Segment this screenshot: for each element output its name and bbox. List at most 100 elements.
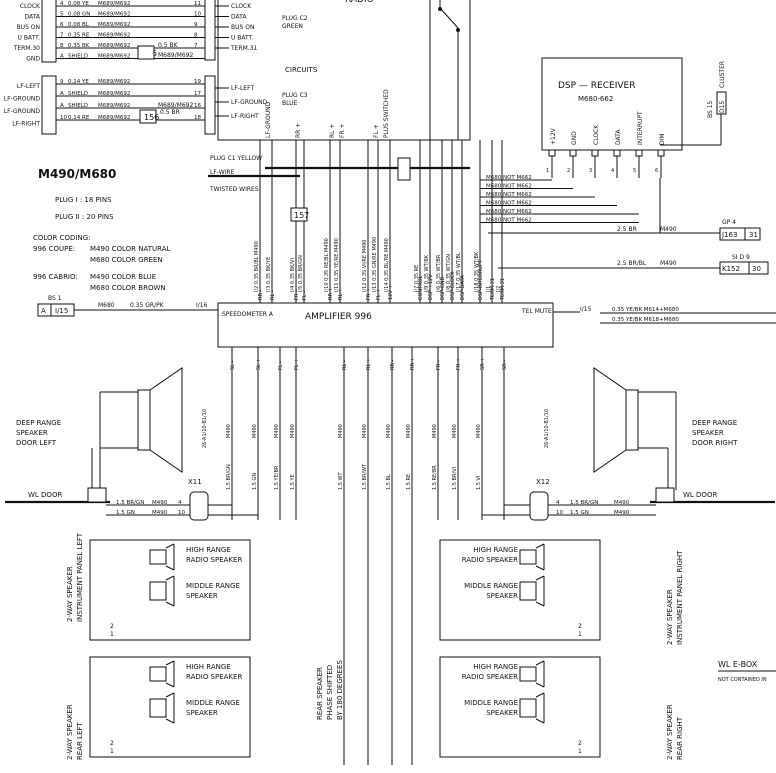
amp-top-pin: DSP +12V: [428, 274, 434, 300]
signal-label: U BATT.: [18, 35, 41, 42]
spk-cone: [165, 660, 175, 666]
door-wire-pin: 4: [178, 500, 182, 506]
wl-door-left: WL DOOR: [28, 491, 62, 499]
wire-radio-label: I/2: [496, 286, 502, 292]
i16-label: I/16: [196, 302, 208, 309]
spk-cone: [165, 575, 175, 581]
wire-color: 0.08 YE: [68, 1, 89, 7]
cabrio-value-1: M490 COLOR BLUE: [90, 273, 156, 281]
wire-model: M689/M692: [98, 12, 130, 18]
dsp-pin-num: 4: [611, 168, 614, 174]
m490-label-2: M490: [660, 260, 677, 267]
wire-model-label: M490: [386, 424, 392, 438]
wire-color-label: 1.5 BR/VI: [452, 467, 458, 490]
wire-model-label: M490: [476, 424, 482, 438]
deep-left-text: SPEAKER: [16, 429, 48, 437]
spk-cone: [535, 565, 545, 571]
high-range-label: RADIO SPEAKER: [186, 556, 242, 564]
door-wire-model: M490: [614, 510, 630, 516]
plug-c2-strip: [204, 0, 216, 61]
radio-output-label: FL +: [373, 124, 380, 138]
high-range-label: HIGH RANGE: [186, 663, 231, 671]
amp-bottom-pin: RR -: [390, 359, 396, 370]
amp-bottom-pin: SL -: [230, 360, 236, 370]
wire-model: M689/M692: [98, 43, 130, 49]
box156-label: 156: [144, 113, 159, 122]
signal-label: TERM.30: [13, 45, 41, 52]
middle-range-speaker: [519, 581, 537, 601]
twisted-label: TWISTED WIRES: [209, 186, 259, 193]
deep-right-text: SPEAKER: [692, 429, 724, 437]
wire-pin: 19: [194, 79, 201, 85]
pin-2: 2: [578, 623, 582, 630]
m680-note: M680 NOT M662: [486, 184, 532, 190]
wire-pin: 8: [194, 33, 198, 39]
spk-cone: [535, 543, 545, 549]
rear-right-label: 2-WAY SPEAKER: [666, 704, 674, 760]
wire-num: 4: [60, 1, 64, 7]
wl-door-right: WL DOOR: [683, 491, 717, 499]
radio-output-label: LF-GROUND: [265, 101, 272, 138]
wire-model-label: M490: [252, 424, 258, 438]
amp-top-pin: DSP-DATA: [460, 275, 466, 300]
spk-cone: [535, 682, 545, 688]
a-box-label: A: [41, 307, 46, 315]
spk-cone: [535, 718, 545, 724]
wire-radio-label: I/8 0.35 WT/GN: [446, 254, 452, 292]
signal-label: LF-GROUND: [4, 96, 41, 103]
amp-top-pin: FL -: [302, 291, 308, 300]
cabrio-value-2: M680 COLOR BROWN: [90, 284, 166, 292]
wire-radio-label: I/7 0.35 RE: [414, 265, 420, 292]
m689-label-a: M689/M692: [158, 52, 193, 59]
tel-mute-label: TEL MUTE: [521, 308, 552, 315]
bk-label: 0.5 BK: [158, 42, 179, 49]
wire-color: SHIELD: [68, 103, 88, 109]
wire-model: M689/M692: [98, 54, 130, 60]
radio-box: [217, 0, 471, 141]
plug2: PLUG II : 20 PINS: [55, 213, 114, 221]
high-range-label: HIGH RANGE: [186, 546, 231, 554]
amp-bottom-pin: FL -: [278, 361, 284, 370]
dsp-pin-num: 1: [546, 168, 549, 174]
wire-radio-label: I/14 0.35 BL/RE M490: [384, 238, 390, 292]
not-contained: NOT CONTAINED IN: [718, 677, 767, 683]
speedo-label: SPEEDOMETER A: [222, 311, 274, 318]
wire-pin: 11: [194, 1, 201, 7]
j163-label: J163: [721, 231, 737, 239]
plug-c2-signal: DATA: [231, 14, 247, 21]
middle-range-speaker: [149, 581, 167, 601]
dsp-pin-box: [591, 149, 599, 157]
dsp-pin-box: [635, 149, 643, 157]
middle-range-speaker: [149, 698, 167, 718]
i15-label: I/15: [580, 306, 592, 313]
plug-c3-signal: LF-RIGHT: [231, 113, 259, 120]
door-wire-color: 1.5 GN: [116, 510, 135, 516]
dsp-pin-label: INTERRUPT: [637, 111, 644, 145]
part-right: 26-A1/10-B1/10: [544, 409, 550, 448]
dsp-pin-box: [569, 149, 577, 157]
spk-cone: [165, 682, 175, 688]
deep-speaker-right: [593, 367, 677, 490]
plug-c2-label: PLUG C2: [282, 15, 308, 22]
gp4-label: GP 4: [722, 219, 736, 226]
dsp-pin-num: 5: [633, 168, 636, 174]
instrument-panel-left-box: [89, 539, 251, 641]
wire-radio-label: I/13 0.35 GN/RE M490: [372, 237, 378, 292]
pin-1: 1: [110, 748, 114, 755]
ip-right-label: INSTRUMENT PANEL RIGHT: [676, 550, 684, 645]
wire-radio-label: I/2 0.35 BR/BL M490: [254, 241, 260, 292]
wire-color: 0.08 BL: [68, 22, 90, 28]
wire-pin: 18: [194, 115, 201, 121]
wire-pin: 7: [194, 43, 198, 49]
middle-range-speaker: [519, 698, 537, 718]
cabrio-label: 996 CABRIO:: [33, 273, 78, 281]
plug-c3-color: BLUE: [282, 100, 298, 107]
high-range-label: RADIO SPEAKER: [462, 556, 518, 564]
box156: [139, 109, 157, 124]
br-label-1: 2.5 BR: [617, 226, 637, 233]
high-range-speaker: [519, 666, 537, 682]
signal-label: LF-GROUND: [4, 108, 41, 115]
door-left-plug: [87, 487, 107, 503]
m490-label-1: M490: [660, 226, 677, 233]
